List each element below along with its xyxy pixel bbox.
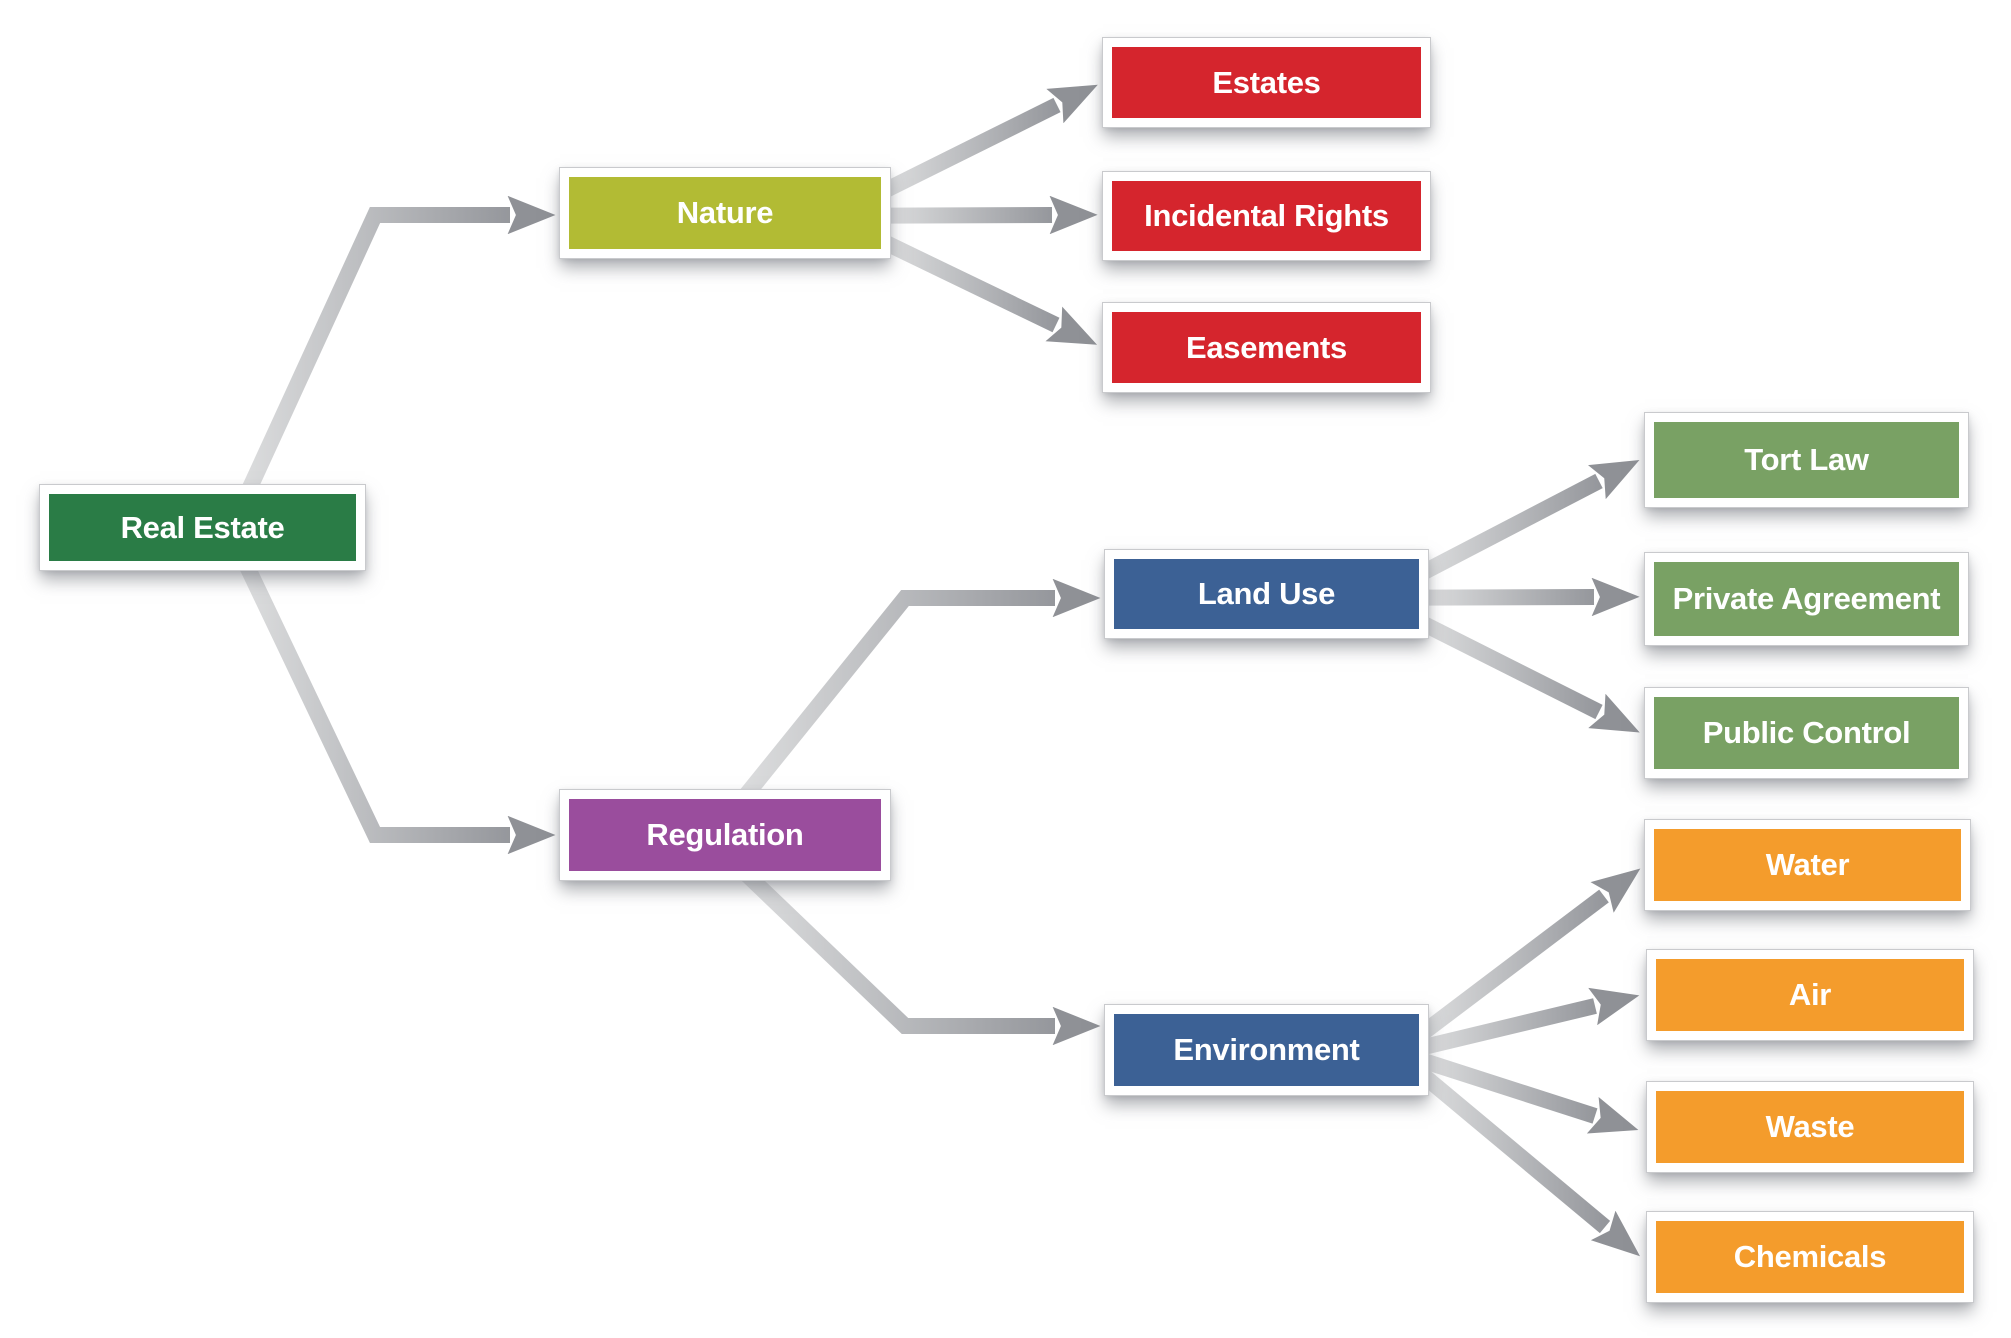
arrow-environment-to-water bbox=[1419, 868, 1641, 1039]
arrow-regulation-to-land-use bbox=[735, 578, 1101, 806]
arrow-environment-to-waste bbox=[1421, 1053, 1639, 1134]
node-tort-law: Tort Law bbox=[1645, 413, 1968, 507]
node-air: Air bbox=[1647, 950, 1973, 1040]
node-label: Environment bbox=[1173, 1032, 1360, 1067]
arrow-land-use-to-tort-law bbox=[1420, 459, 1640, 580]
node-waste: Waste bbox=[1647, 1082, 1973, 1172]
node-private-agreement: Private Agreement bbox=[1645, 553, 1968, 645]
node-easements: Easements bbox=[1103, 303, 1430, 392]
node-public-control: Public Control bbox=[1645, 688, 1968, 778]
node-incidental-rights: Incidental Rights bbox=[1103, 172, 1430, 260]
arrow-environment-to-chemicals bbox=[1418, 1069, 1641, 1257]
arrow-nature-to-incidental-rights bbox=[885, 195, 1098, 235]
node-label: Nature bbox=[676, 195, 774, 230]
node-estates: Estates bbox=[1103, 38, 1430, 127]
node-label: Incidental Rights bbox=[1144, 198, 1389, 233]
node-water: Water bbox=[1645, 820, 1970, 910]
arrow-land-use-to-private-agreement bbox=[1423, 577, 1640, 617]
node-chemicals: Chemicals bbox=[1647, 1212, 1973, 1302]
node-label: Public Control bbox=[1702, 715, 1911, 750]
arrow-real-estate-to-nature bbox=[234, 195, 556, 509]
node-label: Private Agreement bbox=[1672, 581, 1941, 616]
arrow-land-use-to-public-control bbox=[1420, 616, 1640, 733]
arrow-environment-to-air bbox=[1422, 987, 1640, 1055]
node-label: Regulation bbox=[646, 817, 804, 852]
node-label: Chemicals bbox=[1733, 1239, 1887, 1274]
arrow-regulation-to-environment bbox=[736, 864, 1101, 1046]
node-nature: Nature bbox=[560, 168, 890, 258]
arrow-nature-to-easements bbox=[882, 235, 1098, 345]
node-regulation: Regulation bbox=[560, 790, 890, 880]
node-land-use: Land Use bbox=[1105, 550, 1428, 638]
node-environment: Environment bbox=[1105, 1005, 1428, 1095]
arrow-nature-to-estates bbox=[882, 84, 1098, 198]
node-label: Water bbox=[1765, 847, 1850, 882]
arrow-real-estate-to-regulation bbox=[236, 556, 556, 855]
node-label: Estates bbox=[1212, 64, 1321, 100]
node-real-estate: Real Estate bbox=[40, 485, 365, 570]
node-label: Easements bbox=[1185, 329, 1347, 365]
node-label: Tort Law bbox=[1744, 442, 1869, 477]
node-label: Air bbox=[1788, 977, 1832, 1012]
node-label: Waste bbox=[1765, 1109, 1855, 1144]
node-label: Land Use bbox=[1197, 576, 1336, 611]
node-label: Real Estate bbox=[120, 509, 285, 545]
